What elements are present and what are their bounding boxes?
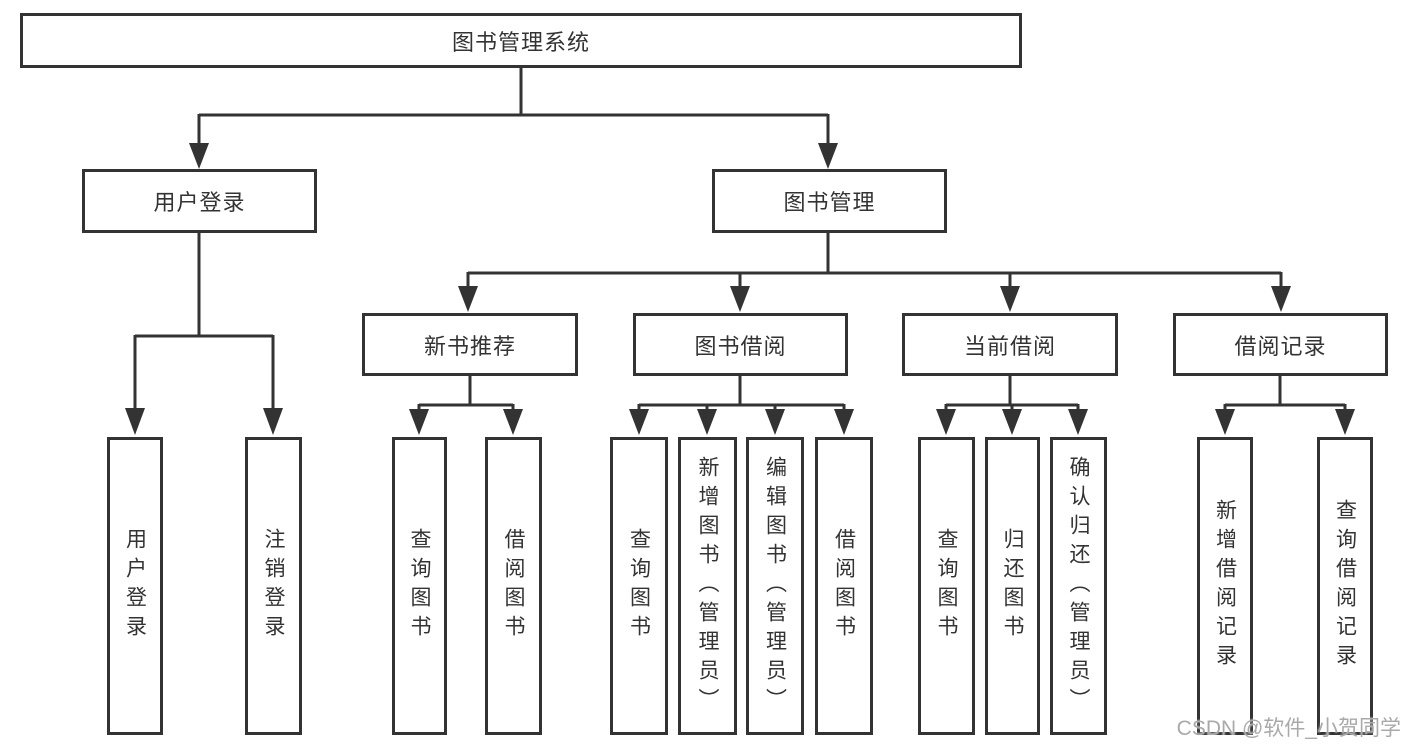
leaf-borrow-query-books: 查询图书 (610, 437, 668, 735)
leaf-records-add-record-label: 新增借阅记录 (1213, 499, 1237, 673)
node-borrow-records: 借阅记录 (1173, 313, 1388, 376)
node-user-login: 用户登录 (82, 169, 317, 233)
node-book-management: 图书管理 (712, 169, 947, 233)
leaf-newbook-query-books: 查询图书 (392, 437, 447, 735)
leaf-current-return-books-label: 归还图书 (1001, 528, 1024, 644)
node-root: 图书管理系统 (20, 13, 1022, 68)
node-borrow-records-label: 借阅记录 (1234, 333, 1327, 359)
leaf-newbook-borrow-books-label: 借阅图书 (502, 528, 525, 644)
node-book-borrow: 图书借阅 (633, 313, 848, 376)
node-current-borrow-label: 当前借阅 (963, 333, 1056, 359)
leaf-user-login-label: 用户登录 (123, 528, 147, 644)
leaf-borrow-edit-books-admin: 编辑图书（管理员） (746, 437, 804, 735)
leaf-borrow-add-books-admin: 新增图书（管理员） (678, 437, 737, 735)
leaf-records-query-record: 查询借阅记录 (1317, 437, 1373, 735)
node-current-borrow: 当前借阅 (902, 313, 1118, 376)
leaf-borrow-borrow-books: 借阅图书 (815, 437, 873, 735)
leaf-newbook-borrow-books: 借阅图书 (485, 437, 542, 735)
node-new-book-recommend: 新书推荐 (362, 313, 578, 376)
leaf-user-login: 用户登录 (107, 437, 163, 735)
leaf-borrow-borrow-books-label: 借阅图书 (832, 528, 856, 644)
node-book-management-label: 图书管理 (783, 190, 876, 215)
node-book-borrow-label: 图书借阅 (694, 333, 787, 359)
watermark-text: CSDN @软件_小贺同学 (1176, 717, 1401, 740)
leaf-current-confirm-return-admin-label: 确认归还（管理员） (1067, 455, 1090, 717)
leaf-current-confirm-return-admin: 确认归还（管理员） (1050, 437, 1107, 735)
node-root-label: 图书管理系统 (451, 29, 590, 55)
leaf-logout-label: 注销登录 (262, 528, 285, 644)
leaf-current-return-books: 归还图书 (985, 437, 1040, 735)
leaf-records-query-record-label: 查询借阅记录 (1333, 499, 1357, 673)
node-user-login-label: 用户登录 (153, 190, 246, 215)
leaf-current-query-books-label: 查询图书 (935, 528, 958, 644)
leaf-borrow-query-books-label: 查询图书 (627, 528, 651, 644)
leaf-borrow-edit-books-admin-label: 编辑图书（管理员） (763, 455, 787, 717)
leaf-current-query-books: 查询图书 (918, 437, 975, 735)
leaf-borrow-add-books-admin-label: 新增图书（管理员） (696, 455, 719, 717)
leaf-records-add-record: 新增借阅记录 (1197, 437, 1253, 735)
leaf-newbook-query-books-label: 查询图书 (408, 528, 431, 644)
leaf-logout: 注销登录 (245, 437, 302, 735)
node-new-book-recommend-label: 新书推荐 (423, 333, 516, 359)
